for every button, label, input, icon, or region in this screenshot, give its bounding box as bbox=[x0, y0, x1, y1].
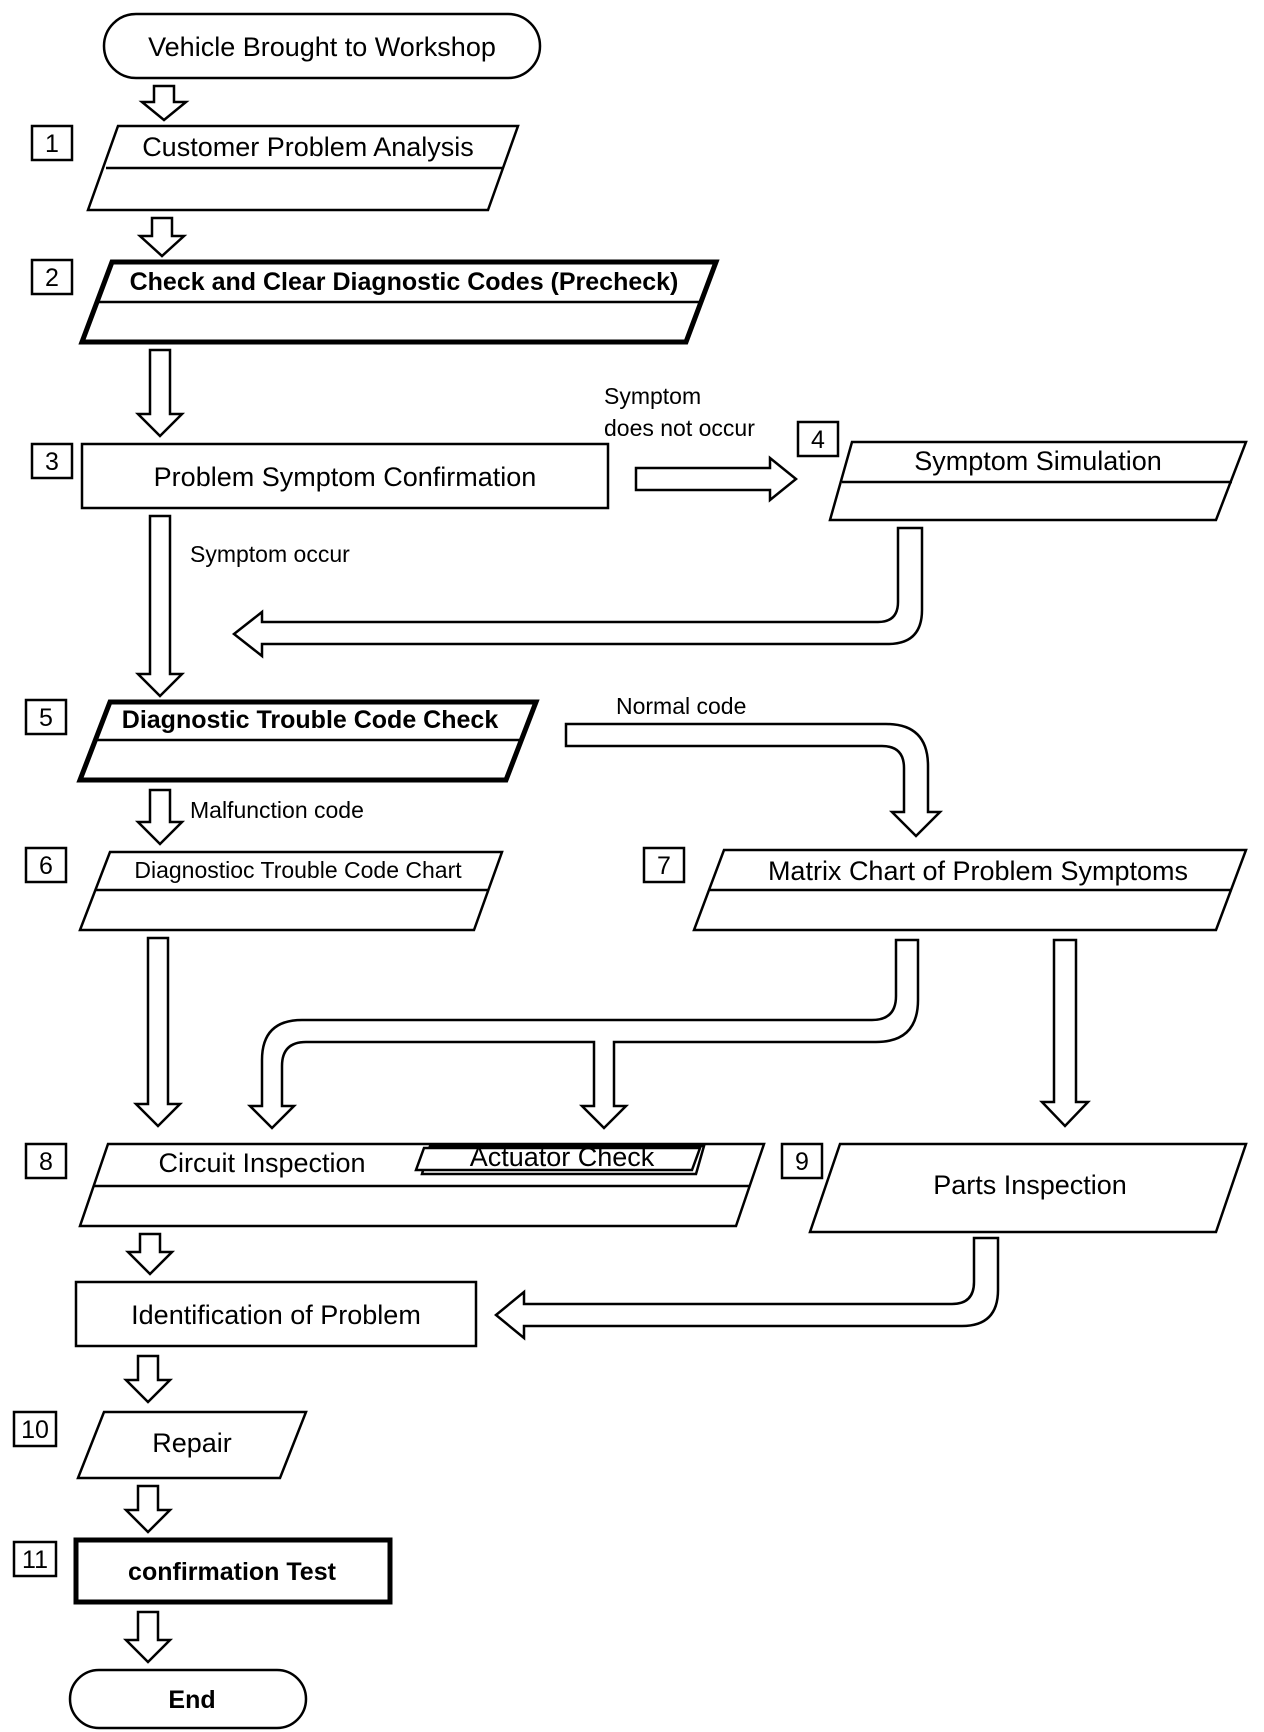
step-11-number: 11 bbox=[22, 1546, 48, 1574]
step-9-number-box bbox=[780, 1142, 824, 1180]
step-5-number-box bbox=[24, 698, 68, 736]
step-9-label: Parts Inspection bbox=[933, 1170, 1127, 1200]
step-2-label: Check and Clear Diagnostic Codes (Preche… bbox=[130, 268, 679, 296]
arrow-6-to-8 bbox=[132, 936, 184, 1128]
edge-label-occur: Symptom occur bbox=[190, 541, 350, 567]
step-8: 8 Circuit Inspection Actuator Check bbox=[24, 1142, 766, 1228]
actuator-check-label: Actuator Check bbox=[470, 1142, 655, 1172]
step-11-number-box bbox=[12, 1540, 58, 1578]
arrow-5-to-7 bbox=[564, 722, 944, 838]
step-4-number: 4 bbox=[811, 426, 825, 454]
step-10-number-box bbox=[12, 1410, 58, 1448]
step-1-label: Customer Problem Analysis bbox=[142, 132, 474, 162]
step-9: 9 Parts Inspection bbox=[780, 1142, 1248, 1234]
arrow-3-to-5 bbox=[134, 514, 186, 698]
step-4-number-box bbox=[796, 420, 840, 458]
end-label: End bbox=[168, 1686, 215, 1714]
step-4: 4 Symptom Simulation bbox=[796, 420, 1248, 522]
step-3-label: Problem Symptom Confirmation bbox=[154, 462, 537, 492]
step-4-label: Symptom Simulation bbox=[914, 446, 1162, 476]
step-3-number-box bbox=[30, 442, 74, 480]
step-2-number-box bbox=[30, 258, 74, 296]
step-7: 7 Matrix Chart of Problem Symptoms bbox=[642, 846, 1248, 932]
step-1-number-box bbox=[30, 124, 74, 162]
edge-label-malfunction: Malfunction code bbox=[190, 797, 364, 823]
step-6-label: Diagnostioc Trouble Code Chart bbox=[134, 857, 462, 883]
step-1-number: 1 bbox=[45, 130, 59, 158]
step-6: 6 Diagnostioc Trouble Code Chart bbox=[24, 846, 504, 932]
step-10-number: 10 bbox=[21, 1416, 49, 1444]
arrow-1-to-2 bbox=[136, 216, 188, 258]
step-3: 3 Problem Symptom Confirmation bbox=[30, 442, 610, 510]
arrow-9-to-ident bbox=[494, 1236, 1000, 1341]
step-6-number-box bbox=[24, 846, 68, 884]
step-7-number: 7 bbox=[657, 852, 671, 880]
edge-label-not-occur-2: does not occur bbox=[604, 415, 755, 441]
step-10: 10 Repair bbox=[12, 1410, 308, 1480]
step-7-number-box bbox=[642, 846, 686, 884]
step-8-number: 8 bbox=[39, 1148, 53, 1176]
step-5-number: 5 bbox=[39, 704, 53, 732]
arrow-10-to-11 bbox=[122, 1484, 174, 1534]
step-11-label: confirmation Test bbox=[128, 1558, 337, 1586]
start-terminal: Vehicle Brought to Workshop bbox=[102, 12, 542, 80]
arrow-3-to-4 bbox=[634, 455, 798, 503]
edge-label-not-occur-1: Symptom bbox=[604, 383, 701, 409]
step-2-number: 2 bbox=[45, 264, 59, 292]
arrow-ident-to-10 bbox=[122, 1354, 174, 1404]
step-6-number: 6 bbox=[39, 852, 53, 880]
edge-label-normal: Normal code bbox=[616, 693, 746, 719]
arrow-4-return bbox=[231, 526, 924, 659]
arrow-7-to-9 bbox=[1039, 938, 1091, 1128]
arrow-start-to-1 bbox=[138, 84, 190, 122]
step-5: 5 Diagnostic Trouble Code Check bbox=[24, 698, 540, 783]
arrow-5-to-6 bbox=[134, 788, 186, 846]
end-terminal: End bbox=[68, 1668, 308, 1730]
arrow-8-to-ident bbox=[124, 1232, 176, 1276]
step-10-label: Repair bbox=[152, 1428, 232, 1458]
arrow-2-to-3 bbox=[134, 348, 186, 438]
step-5-label: Diagnostic Trouble Code Check bbox=[122, 706, 499, 734]
step-8-label: Circuit Inspection bbox=[158, 1148, 365, 1178]
step-2: 2 Check and Clear Diagnostic Codes (Prec… bbox=[30, 258, 720, 345]
start-label: Vehicle Brought to Workshop bbox=[148, 32, 496, 62]
step-3-number: 3 bbox=[45, 448, 59, 476]
step-7-label: Matrix Chart of Problem Symptoms bbox=[768, 856, 1188, 886]
arrow-11-to-end bbox=[122, 1610, 174, 1664]
identification-step: Identification of Problem bbox=[74, 1280, 478, 1348]
step-9-number: 9 bbox=[795, 1148, 809, 1176]
step-8-number-box bbox=[24, 1142, 68, 1180]
arrow-7-to-8 bbox=[246, 938, 920, 1130]
step-1: 1 Customer Problem Analysis bbox=[30, 124, 520, 212]
identification-label: Identification of Problem bbox=[131, 1300, 421, 1330]
step-11: 11 confirmation Test bbox=[12, 1537, 393, 1605]
